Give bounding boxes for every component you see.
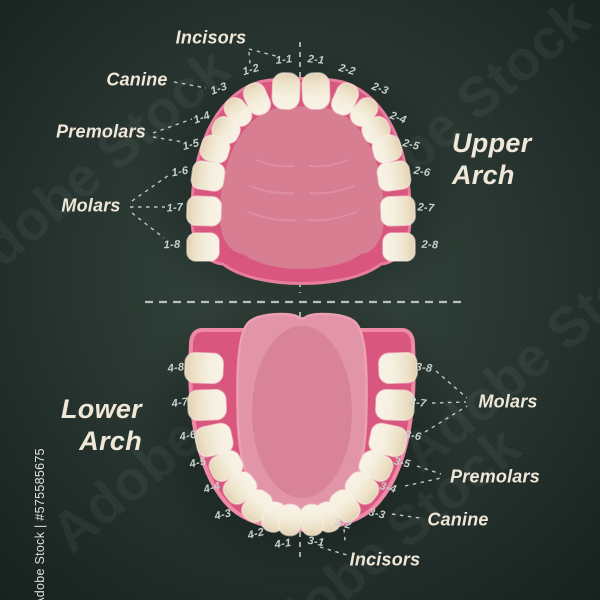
tooth: [186, 232, 220, 262]
label-lower-canine: Canine: [427, 509, 489, 530]
tooth: [301, 72, 331, 110]
leader-canine-1-3: [173, 81, 207, 89]
tooth: [184, 351, 224, 385]
label-lower-molars: Molars: [478, 391, 538, 412]
leader-lines: [130, 48, 468, 556]
tooth: [299, 503, 325, 537]
label-upper-canine: Canine: [106, 69, 168, 90]
watermark-sidebar: Adobe Stock | #575585675: [33, 448, 47, 600]
tooth-number-4-1: 4-1: [273, 536, 293, 552]
tooth: [382, 232, 416, 262]
tooth: [187, 388, 227, 422]
tongue-center: [252, 326, 352, 498]
leader-premolars-3-4: [404, 477, 442, 487]
upper-arch-title: Upper Arch: [452, 127, 532, 191]
tooth-number-4-7: 4-7: [170, 395, 190, 411]
tooth: [380, 195, 416, 227]
tooth: [375, 388, 415, 422]
tooth-number-1-8: 1-8: [163, 238, 181, 252]
tooth: [186, 195, 222, 227]
lower-arch-title: Lower Arch: [61, 393, 142, 457]
leader-molars-1-8: [131, 212, 165, 239]
leader-incisors-1-1: [248, 48, 277, 57]
upper-arch-graphic: [186, 72, 416, 285]
label-upper-incisors: Incisors: [175, 27, 247, 48]
tooth: [199, 134, 231, 164]
tooth-number-2-1: 2-1: [307, 53, 325, 67]
rugae-line: [255, 159, 295, 168]
rugae-line: [307, 211, 357, 222]
tooth: [242, 82, 272, 116]
label-upper-molars: Molars: [61, 195, 121, 216]
tooth-number-1-7: 1-7: [166, 201, 184, 215]
tooth-number-3-8: 3-8: [415, 361, 433, 375]
tooth: [371, 134, 403, 164]
leader-incisors-1-2: [248, 51, 251, 65]
label-lower-premolars: Premolars: [450, 466, 540, 487]
leader-incisors-3-2: [343, 528, 346, 542]
tooth-number-3-7: 3-7: [408, 395, 428, 411]
tooth: [271, 72, 301, 110]
tooth-number-4-8: 4-8: [167, 361, 185, 375]
leader-molars-3-7: [431, 401, 467, 404]
tooth: [190, 160, 226, 192]
tooth: [194, 422, 234, 458]
tooth: [376, 160, 412, 192]
upper-palate: [219, 106, 385, 269]
upper-arch-title-line2: Arch: [452, 160, 515, 190]
lower-arch-title-line1: Lower: [60, 394, 142, 424]
leader-molars-3-8: [435, 370, 468, 399]
rugae-line: [309, 159, 349, 168]
leader-premolars-1-4: [152, 118, 193, 134]
upper-arch-title-line1: Upper: [452, 128, 532, 158]
tooth: [368, 422, 408, 458]
leader-molars-3-6: [424, 405, 468, 433]
tooth-number-2-8: 2-8: [421, 238, 439, 252]
tooth-number-2-7: 2-7: [417, 201, 435, 215]
upper-teeth: [186, 72, 416, 262]
rugae-line: [249, 185, 295, 195]
lower-teeth: [184, 351, 418, 537]
rugae-line: [309, 185, 355, 195]
tooth: [378, 351, 418, 385]
tooth-number-3-1: 3-1: [306, 534, 326, 550]
lower-arch-graphic: [184, 312, 418, 537]
label-upper-premolars: Premolars: [56, 121, 146, 142]
palatal-rugae: [247, 159, 357, 222]
lower-arch-title-line2: Arch: [79, 426, 142, 456]
tooth: [330, 82, 360, 116]
leader-premolars-1-5: [152, 136, 184, 143]
tooth: [277, 503, 303, 537]
label-lower-incisors: Incisors: [349, 549, 421, 570]
tooth-number-1-1: 1-1: [275, 53, 293, 67]
rugae-line: [247, 211, 297, 222]
